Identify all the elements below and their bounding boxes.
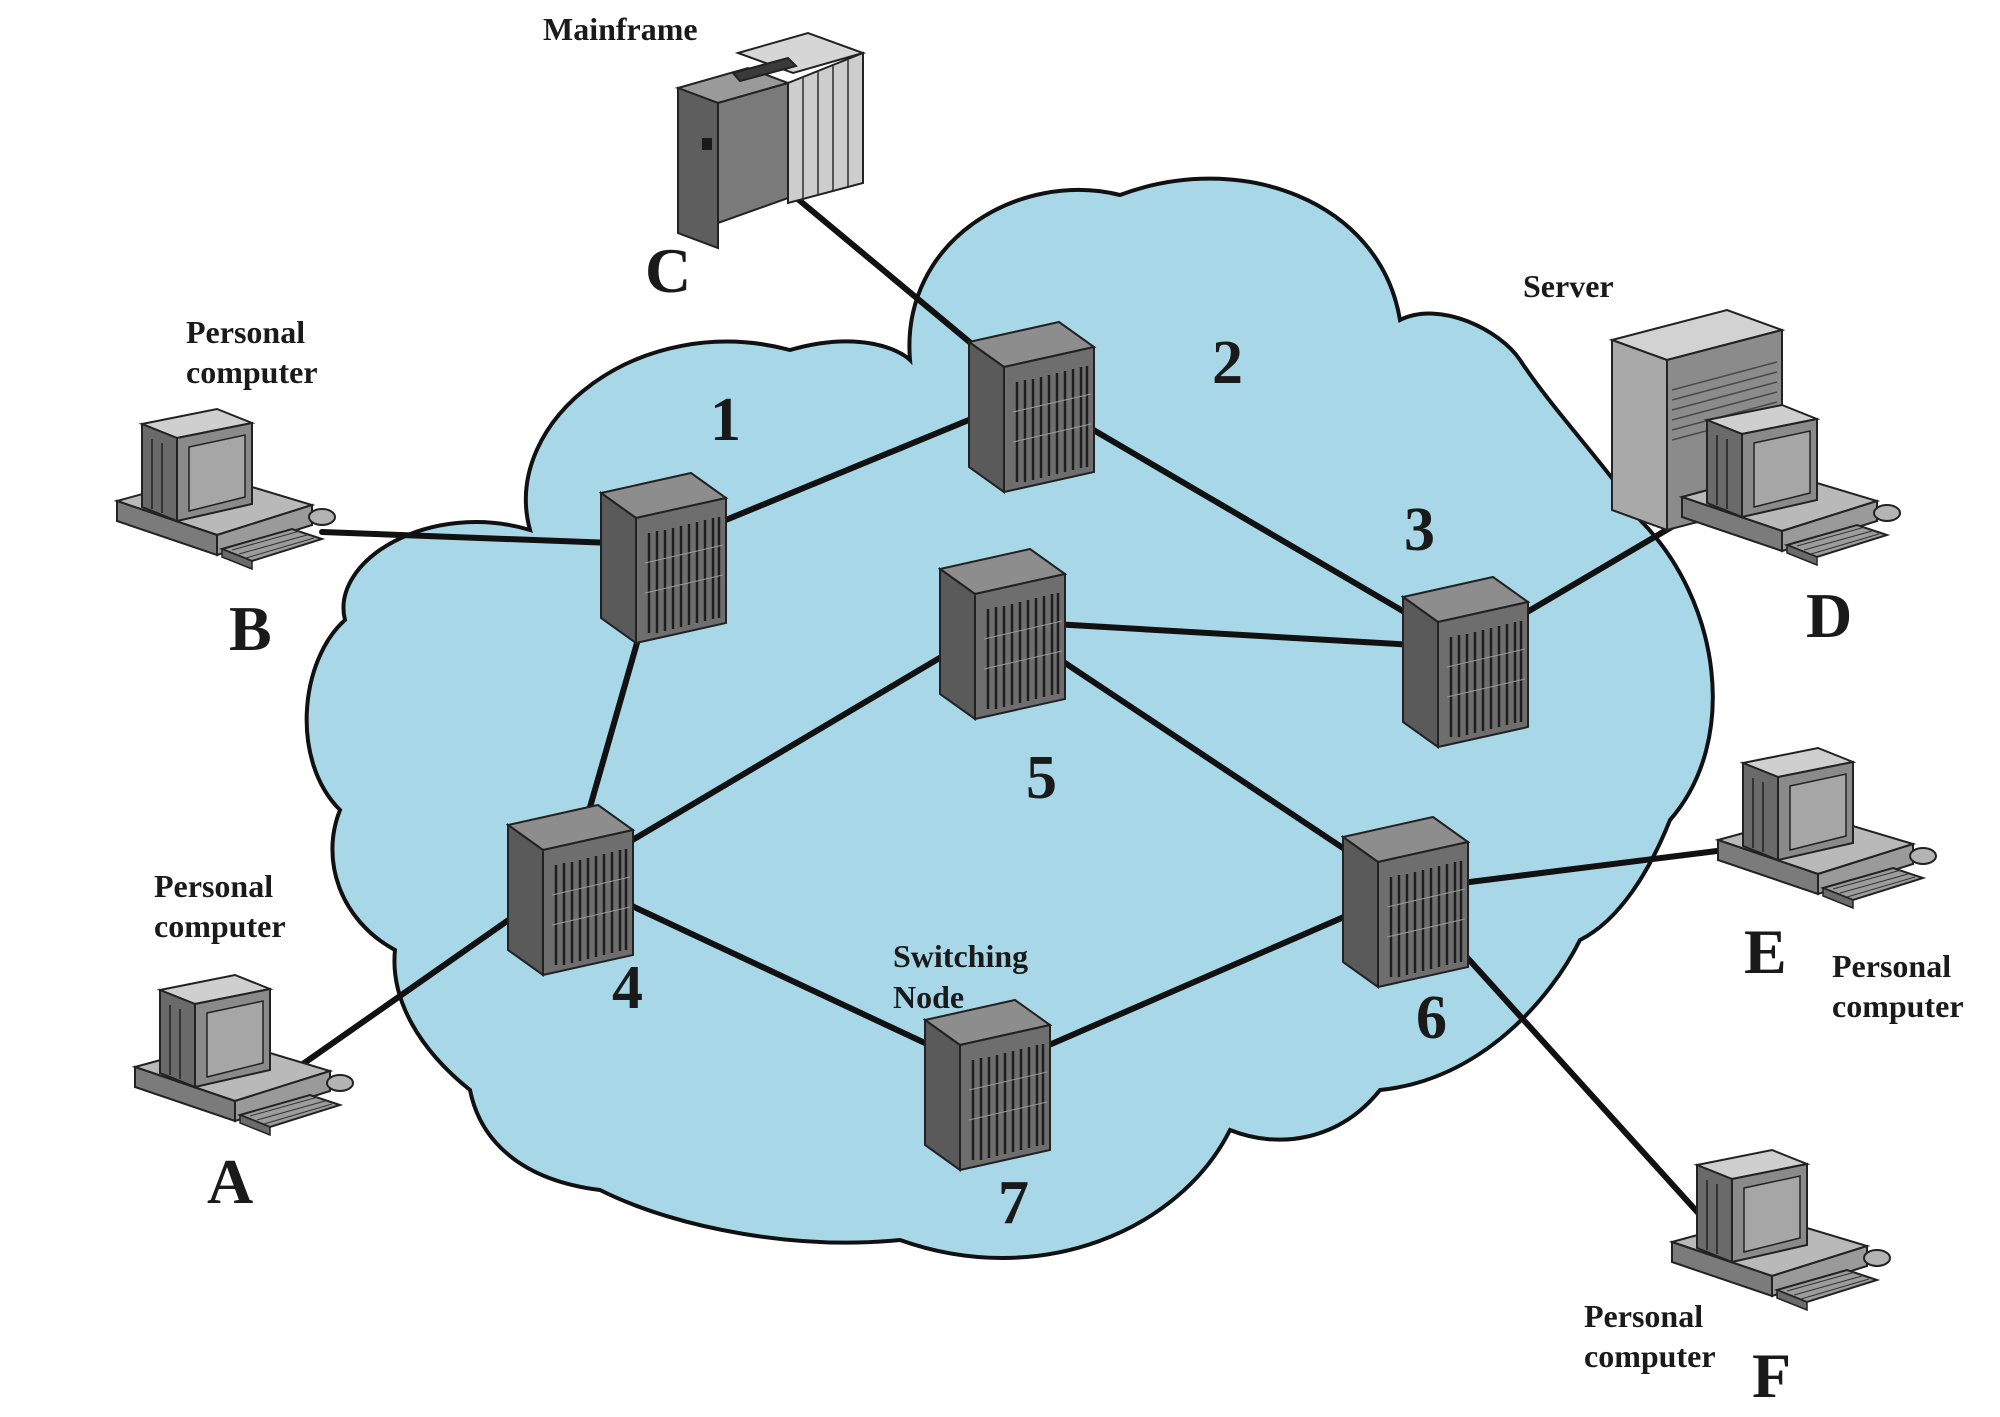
station-f-type-line2: computer <box>1584 1338 1716 1374</box>
switching-node-2 <box>967 320 1096 494</box>
personal-computer-icon <box>1717 747 1937 909</box>
node-number-2: 2 <box>1212 329 1243 397</box>
mainframe-icon <box>677 32 864 249</box>
node-number-6: 6 <box>1416 984 1447 1052</box>
station-e-type-line1: Personal <box>1832 948 1951 984</box>
station-c-type: Mainframe <box>543 11 698 47</box>
station-d-type: Server <box>1523 268 1614 304</box>
station-letter-d: D <box>1806 580 1852 651</box>
station-letter-b: B <box>229 593 272 664</box>
link-3-5 <box>999 618 1469 651</box>
switching-node-5 <box>938 547 1067 721</box>
node-number-5: 5 <box>1026 744 1057 812</box>
station-f-type-line1: Personal <box>1584 1298 1703 1334</box>
node-number-1: 1 <box>710 386 741 454</box>
personal-computer-icon <box>1681 404 1901 566</box>
switching-node-1 <box>599 471 728 645</box>
station-e-type-line2: computer <box>1832 988 1964 1024</box>
node-number-7: 7 <box>998 1169 1029 1237</box>
link-4-5 <box>567 618 1005 880</box>
station-letter-f: F <box>1752 1340 1791 1411</box>
switching-node-caption-line1: Switching <box>893 938 1028 974</box>
station-letter-c: C <box>645 235 691 306</box>
switching-node-7 <box>923 998 1052 1172</box>
node-number-3: 3 <box>1404 496 1435 564</box>
switching-node-6 <box>1341 815 1470 989</box>
station-a-type-line1: Personal <box>154 868 273 904</box>
switching-node-3 <box>1401 575 1530 749</box>
station-letter-e: E <box>1744 916 1787 987</box>
node-number-4: 4 <box>612 954 643 1022</box>
link-5-6 <box>999 618 1409 893</box>
switching-node-4 <box>506 803 635 977</box>
network-cloud <box>304 176 1715 1260</box>
switching-node-caption-line2: Node <box>893 979 964 1015</box>
station-letter-a: A <box>207 1146 253 1217</box>
link-4-7 <box>567 874 990 1075</box>
link-7-6 <box>984 887 1409 1075</box>
personal-computer-icon <box>1671 1149 1891 1311</box>
link-2-3 <box>1029 391 1469 651</box>
station-b-type-line2: computer <box>186 354 318 390</box>
station-b-type-line1: Personal <box>186 314 305 350</box>
personal-computer-icon <box>116 408 336 570</box>
station-a-type-line2: computer <box>154 908 286 944</box>
